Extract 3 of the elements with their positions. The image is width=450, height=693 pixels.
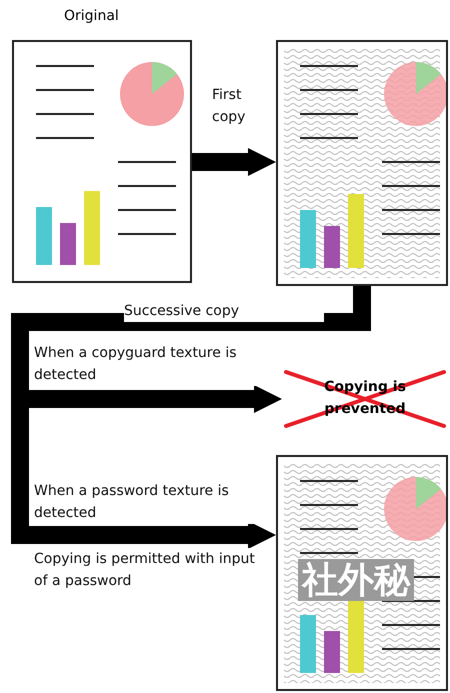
arrow	[192, 148, 276, 176]
watermark-text: 社外秘	[298, 559, 414, 601]
document-heading: Original	[64, 8, 119, 24]
